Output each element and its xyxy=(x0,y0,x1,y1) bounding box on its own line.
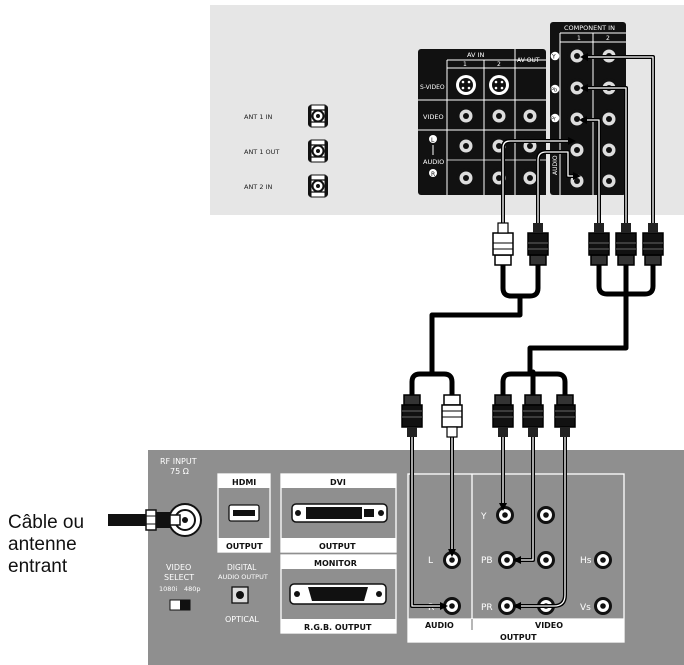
comp-pb-letter: Pb xyxy=(551,88,557,94)
audio-l-letter: L xyxy=(431,137,435,144)
upper-plug-audio-red xyxy=(527,222,549,266)
hdmi-port xyxy=(228,504,260,522)
out-video-label: VIDEO xyxy=(535,621,563,630)
out-y-jack xyxy=(496,506,514,524)
audio-l-jack-1 xyxy=(456,136,476,156)
dvi-output-label: OUTPUT xyxy=(319,542,356,551)
optical-label: OPTICAL xyxy=(225,615,259,624)
out-pb-unused-jack xyxy=(537,551,555,569)
out-hs-label: Hs xyxy=(580,556,592,566)
external-label-line2: antenne xyxy=(8,534,77,555)
comp-1-label: 1 xyxy=(577,35,581,42)
upper-plug-y xyxy=(642,222,664,266)
upper-plug-pb xyxy=(615,222,637,266)
video-label: VIDEO xyxy=(423,113,444,121)
out-pb-label: PB xyxy=(481,556,493,566)
ant1-out-jack xyxy=(307,139,329,163)
rgb-output-label: R.G.B. OUTPUT xyxy=(304,623,372,632)
cables xyxy=(409,55,656,608)
ant1-out-label: ANT 1 OUT xyxy=(244,148,279,156)
out-audio-label: AUDIO xyxy=(425,621,454,630)
comp-y-letter: Y xyxy=(551,54,556,61)
video-jack-1 xyxy=(456,106,476,126)
dvi-label: DVI xyxy=(330,478,346,487)
lower-plug-pr xyxy=(554,394,576,438)
audio-l-jack-2 xyxy=(489,136,509,156)
external-label-line1: Câble ou xyxy=(8,512,85,533)
av-in-label: AV IN xyxy=(467,51,484,59)
output-label: OUTPUT xyxy=(500,633,537,642)
incoming-coax-cable xyxy=(108,509,181,531)
hdmi-label: HDMI xyxy=(232,478,256,487)
ant1-in-label: ANT 1 IN xyxy=(244,113,272,121)
video-select-label-1: VIDEO xyxy=(166,563,191,572)
ant2-in-label: ANT 2 IN xyxy=(244,183,272,191)
out-vs-jack xyxy=(594,597,612,615)
s-video-jack-2 xyxy=(489,75,509,95)
video-select-label-2: SELECT xyxy=(164,573,194,582)
out-y-unused-jack xyxy=(537,506,555,524)
res-480p-label: 480p xyxy=(184,585,201,593)
s-video-jack-1 xyxy=(456,75,476,95)
out-y-label: Y xyxy=(480,512,487,522)
comp-audio-l-jack-2 xyxy=(599,140,619,160)
comp-audio-vertical: AUDIO xyxy=(552,155,559,175)
upper-plug-audio-white xyxy=(492,222,514,266)
component-in-label: COMPONENT IN xyxy=(564,24,615,32)
upper-plug-pr xyxy=(588,222,610,266)
arrow-heads xyxy=(440,53,588,610)
audio-r-jack-2 xyxy=(489,168,509,188)
av-1-label: 1 xyxy=(463,61,467,68)
video-jack-out xyxy=(520,106,540,126)
audio-label: AUDIO xyxy=(423,158,444,166)
lower-plug-y xyxy=(492,394,514,438)
optical-port xyxy=(231,586,249,604)
digital-label-2: AUDIO OUTPUT xyxy=(218,573,268,581)
av-out-label: AV OUT xyxy=(517,57,540,64)
out-hs-jack xyxy=(594,551,612,569)
lower-plug-audio-red xyxy=(401,394,423,438)
dvi-port xyxy=(291,503,388,523)
comp-2-label: 2 xyxy=(606,35,610,42)
comp-pr-letter: Pr xyxy=(551,117,557,123)
out-pr-label: PR xyxy=(481,603,493,613)
video-jack-2 xyxy=(489,106,509,126)
ant1-in-jack xyxy=(307,104,329,128)
av-2-label: 2 xyxy=(497,61,501,68)
lower-plug-pb xyxy=(522,394,544,438)
rf-input-label: RF INPUT xyxy=(160,457,197,466)
res-1080i-label: 1080i xyxy=(159,585,178,593)
comp-pr-jack-2 xyxy=(599,109,619,129)
rf-ohm-label: 75 Ω xyxy=(170,467,189,476)
lower-plug-audio-white xyxy=(441,394,463,438)
s-video-label: S-VIDEO xyxy=(420,84,445,91)
out-l-label: L xyxy=(428,556,433,566)
monitor-label: MONITOR xyxy=(314,559,357,568)
audio-r-letter: R xyxy=(431,171,435,178)
ant2-in-jack xyxy=(307,174,329,198)
audio-r-jack-1 xyxy=(456,168,476,188)
comp-audio-r-jack-2 xyxy=(599,171,619,191)
digital-label-1: DIGITAL xyxy=(227,563,257,572)
vga-port xyxy=(289,583,387,605)
video-select-switch xyxy=(169,599,191,611)
external-cable-label: Câble ou antenne entrant xyxy=(8,512,84,578)
external-label-line3: entrant xyxy=(8,556,68,577)
hdmi-output-label: OUTPUT xyxy=(226,542,263,551)
out-vs-label: Vs xyxy=(580,603,591,613)
